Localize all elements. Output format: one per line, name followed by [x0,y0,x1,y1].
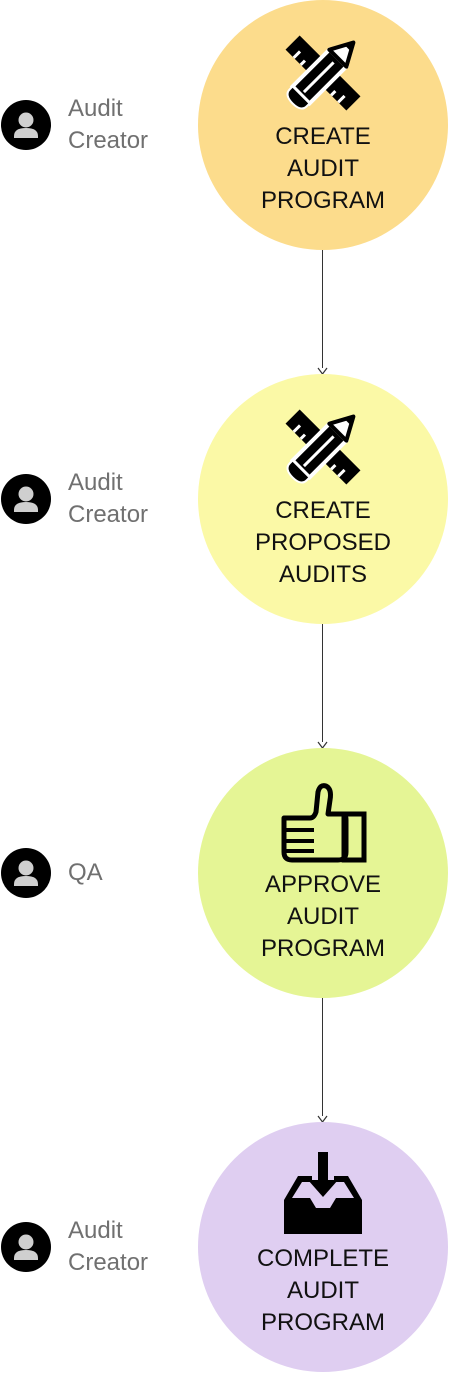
role: Audit Creator [0,0,190,250]
connector-line [322,624,323,742]
user-avatar-icon [1,100,51,150]
user-avatar-icon [1,474,51,524]
step-label: CREATE AUDIT PROGRAM [260,123,385,214]
role: Audit Creator [0,1122,190,1372]
step-label: COMPLETE AUDIT PROGRAM [256,1245,390,1336]
step-circle: CREATE PROPOSED AUDITS [198,374,448,624]
step-create-audit-program: Audit Creator CREATE AUDIT PROGRAM [0,0,449,250]
role-label: Audit Creator [68,1217,149,1276]
step-label: CREATE PROPOSED AUDITS [254,497,392,588]
connector-line [322,250,323,368]
pencil-ruler-icon [278,402,368,492]
step-approve-audit-program: QA APPROVE AUDIT PROGRAM [0,748,449,998]
step-circle: CREATE AUDIT PROGRAM [198,0,448,250]
role: Audit Creator [0,374,190,624]
step-circle: APPROVE AUDIT PROGRAM [198,748,448,998]
role-label: Audit Creator [68,95,149,154]
step-create-proposed-audits: Audit Creator CREATE PROPOSED AUDITS [0,374,449,624]
user-avatar-icon [1,1222,51,1272]
thumbs-up-icon [278,776,368,866]
step-complete-audit-program: Audit Creator COMPLETE AUDIT PROGRAM [0,1122,449,1372]
step-label: APPROVE AUDIT PROGRAM [260,871,385,962]
connector-line [322,998,323,1116]
pencil-ruler-icon [278,28,368,118]
user-avatar-icon [1,848,51,898]
inbox-download-icon [278,1150,368,1240]
role: QA [0,748,190,998]
role-label: Audit Creator [68,469,149,528]
role-label: QA [68,859,103,886]
step-circle: COMPLETE AUDIT PROGRAM [198,1122,448,1372]
